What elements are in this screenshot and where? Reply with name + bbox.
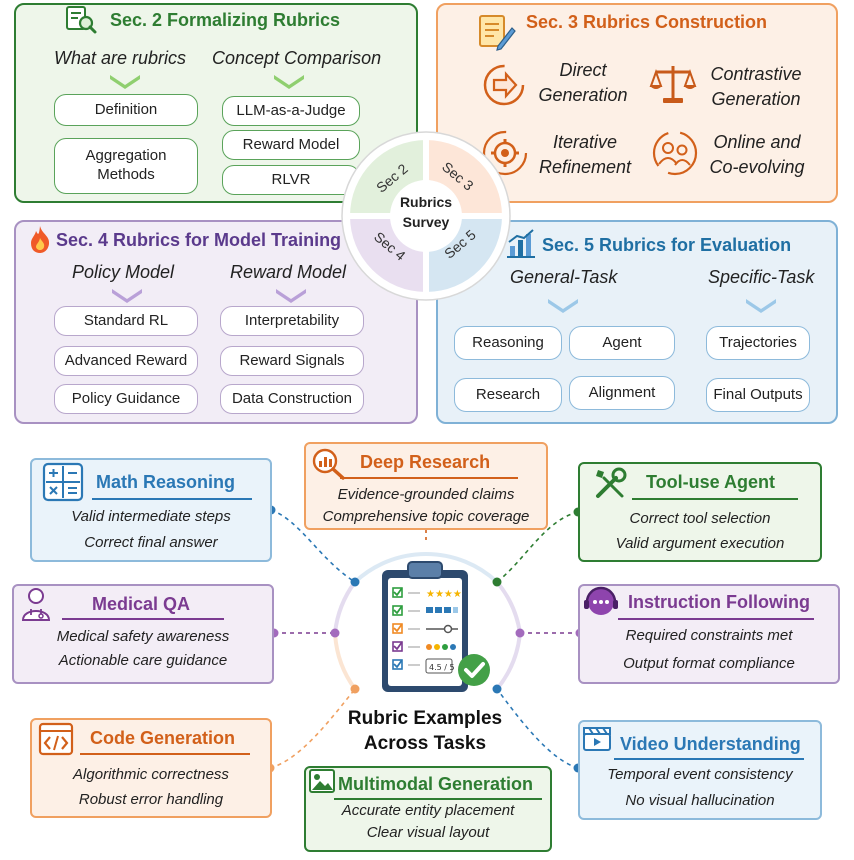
sec4-item-reward-signals: Reward Signals	[220, 346, 364, 376]
sec3-title: Sec. 3 Rubrics Construction	[526, 12, 768, 32]
sec4-left-heading: Policy Model	[72, 262, 175, 282]
chevron-down-icon	[548, 299, 578, 313]
example-deep-line-2: Comprehensive topic coverage	[322, 508, 530, 525]
example-code-title: Code Generation	[90, 728, 236, 748]
magnifier-document-icon	[66, 6, 97, 34]
example-medical-qa	[12, 584, 274, 684]
clapperboard-icon	[583, 727, 611, 751]
image-icon	[309, 769, 335, 793]
example-instr-line-2: Output format compliance	[623, 655, 795, 672]
example-instr-underline	[618, 618, 814, 620]
sec2-item-reward-model: Reward Model	[222, 130, 360, 160]
sec5-item-agent: Agent	[569, 326, 675, 360]
example-tool-use-agent	[578, 462, 822, 562]
hub-center-label: Rubrics Survey	[399, 194, 453, 230]
scale-icon	[649, 66, 697, 103]
direct-arrow-icon	[483, 64, 525, 106]
sec4-item-policy-guidance: Policy Guidance	[54, 384, 198, 414]
example-video-line-2: No visual hallucination	[625, 792, 775, 809]
sec5-title: Sec. 5 Rubrics for Evaluation	[542, 235, 792, 255]
calculator-icon	[42, 462, 84, 502]
example-tool-line-1: Correct tool selection	[629, 510, 771, 527]
sec5-item-final-outputs: Final Outputs	[706, 378, 810, 412]
example-medical-underline	[62, 618, 224, 620]
example-deep-underline	[340, 477, 518, 479]
example-medical-line-2: Actionable care guidance	[58, 652, 228, 669]
sec3-contrastive-generation: Contrastive Generation	[710, 64, 802, 109]
sec4-item-advanced-reward: Advanced Reward	[54, 346, 198, 376]
people-cycle-icon	[652, 130, 698, 176]
example-math-underline	[92, 498, 252, 500]
bar-chart-icon	[507, 229, 535, 258]
example-deep-line-1: Evidence-grounded claims	[337, 486, 515, 503]
sec3-direct-generation: Direct Generation	[538, 60, 628, 105]
example-code-line-1: Algorithmic correctness	[73, 766, 229, 783]
sec5-item-reasoning: Reasoning	[454, 326, 562, 360]
example-code-underline	[80, 753, 250, 755]
sec4-item-data-construction: Data Construction	[220, 384, 364, 414]
example-multimodal-line-2: Clear visual layout	[366, 824, 490, 841]
chevron-down-icon	[746, 299, 776, 313]
code-window-icon	[38, 722, 74, 756]
svg-text:★★★★: ★★★★	[426, 589, 462, 600]
example-instruction-following	[578, 584, 840, 684]
sec2-right-heading: Concept Comparison	[212, 48, 382, 68]
sec5-right-heading: Specific-Task	[708, 267, 815, 287]
example-code-line-2: Robust error handling	[78, 791, 224, 808]
sec3-online-coevolving: Online and Co-evolving	[709, 132, 805, 177]
example-instr-title: Instruction Following	[628, 592, 810, 612]
example-video-understanding	[578, 720, 822, 820]
example-medical-title: Medical QA	[92, 594, 191, 614]
notepad-pen-icon	[479, 15, 516, 51]
example-tool-title: Tool-use Agent	[646, 472, 775, 492]
magnifier-chart-icon	[312, 448, 345, 480]
chevron-down-icon	[274, 75, 304, 89]
sec3-iterative-refinement: Iterative Refinement	[538, 132, 632, 177]
example-multimodal-title: Multimodal Generation	[338, 774, 534, 794]
example-math-line-1: Valid intermediate steps	[71, 508, 231, 525]
gear-cycle-icon	[482, 130, 528, 176]
sec5-item-alignment: Alignment	[569, 376, 675, 410]
example-video-title: Video Understanding	[620, 734, 801, 754]
example-math-title: Math Reasoning	[96, 472, 236, 492]
sec5-item-trajectories: Trajectories	[706, 326, 810, 360]
example-medical-line-1: Medical safety awareness	[56, 628, 230, 645]
sec5-item-research: Research	[454, 378, 562, 412]
clipboard-checklist-icon: ★★★★ 4.5 / 5	[382, 561, 490, 692]
sec4-title: Sec. 4 Rubrics for Model Training	[56, 230, 342, 250]
example-video-underline	[614, 758, 804, 760]
flame-icon	[31, 226, 50, 253]
example-multimodal-line-1: Accurate entity placement	[341, 802, 515, 819]
sec4-right-heading: Reward Model	[230, 262, 347, 282]
example-tool-underline	[632, 498, 798, 500]
example-tool-line-2: Valid argument execution	[615, 535, 785, 552]
example-multimodal-generation	[304, 766, 552, 852]
chevron-down-icon	[110, 75, 140, 89]
wrench-screwdriver-icon	[596, 467, 627, 498]
sec2-item-rlvr: RLVR	[222, 165, 360, 195]
sec2-title: Sec. 2 Formalizing Rubrics	[110, 10, 341, 30]
example-instr-line-1: Required constraints met	[625, 627, 793, 644]
sec5-left-heading: General-Task	[510, 267, 618, 287]
example-video-line-1: Temporal event consistency	[607, 766, 793, 783]
sec2-left-heading: What are rubrics	[54, 48, 187, 68]
example-multimodal-underline	[334, 798, 542, 800]
chevron-down-icon	[276, 289, 306, 303]
example-deep-title: Deep Research	[360, 452, 491, 472]
example-deep-research	[304, 442, 548, 530]
survey-hub	[341, 131, 511, 301]
sec4-item-interpretability: Interpretability	[220, 306, 364, 336]
doctor-icon	[21, 588, 51, 621]
sec2-item-llm-judge: LLM-as-a-Judge	[222, 96, 360, 126]
sec2-item-definition: Definition	[54, 94, 198, 126]
sec2-item-aggregation: Aggregation Methods	[54, 138, 198, 194]
score-text: 4.5 / 5	[429, 663, 455, 672]
sec4-item-standard-rl: Standard RL	[54, 306, 198, 336]
rubric-examples-title: Rubric Examples Across Tasks	[347, 708, 503, 754]
headset-icon	[584, 586, 618, 615]
example-math-line-2: Correct final answer	[84, 534, 218, 551]
chevron-down-icon	[112, 289, 142, 303]
